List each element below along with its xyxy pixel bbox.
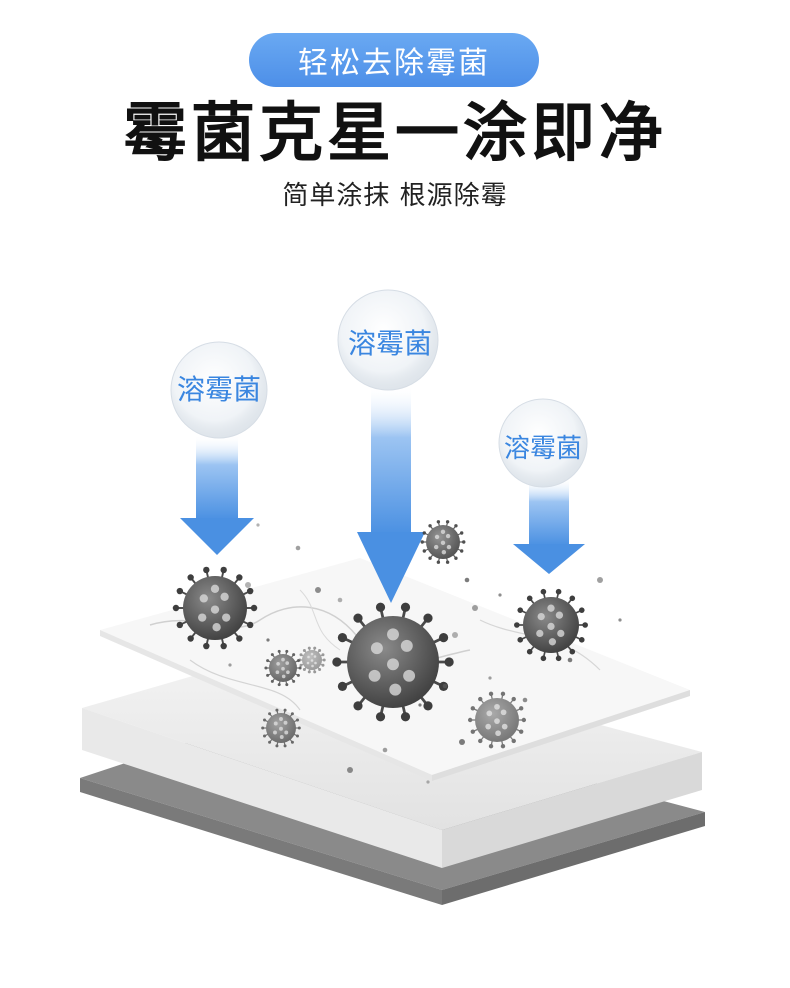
bubble-left bbox=[170, 341, 268, 439]
bubble-right bbox=[498, 398, 588, 488]
bubble-label-left: 溶霉菌 bbox=[176, 373, 261, 406]
speck bbox=[382, 747, 388, 753]
speck bbox=[567, 657, 573, 663]
speck bbox=[266, 638, 270, 642]
arrow-left bbox=[180, 435, 254, 555]
speck bbox=[442, 683, 448, 689]
speck bbox=[228, 663, 232, 667]
virus-icon bbox=[298, 646, 326, 674]
middle-layer-front bbox=[82, 708, 442, 868]
virus-icon bbox=[420, 520, 466, 564]
virus-icon bbox=[514, 588, 588, 662]
speck bbox=[315, 587, 321, 593]
speck bbox=[522, 697, 528, 703]
speck bbox=[347, 767, 353, 773]
badge-text: 轻松去除霉菌 bbox=[298, 46, 490, 81]
speck bbox=[472, 605, 478, 611]
virus-icon bbox=[261, 708, 301, 748]
speck bbox=[597, 577, 603, 583]
top-badge: 轻松去除霉菌 bbox=[249, 33, 539, 87]
virus-icon bbox=[467, 691, 527, 749]
virus-icon bbox=[264, 649, 302, 687]
speck bbox=[618, 618, 622, 622]
speck bbox=[498, 593, 502, 597]
speck bbox=[426, 780, 430, 784]
bubble-middle bbox=[337, 289, 439, 391]
bubble-label-middle: 溶霉菌 bbox=[347, 327, 432, 360]
speck bbox=[418, 703, 422, 707]
subline: 简单涂抹 根源除霉 bbox=[282, 181, 508, 211]
headline: 霉菌克星一涂即净 bbox=[123, 97, 667, 171]
speck bbox=[452, 632, 458, 638]
bubble-label-right: 溶霉菌 bbox=[503, 434, 582, 464]
speck bbox=[245, 582, 251, 588]
virus-icon bbox=[332, 602, 454, 722]
speck bbox=[464, 577, 470, 583]
middle-layer-side bbox=[442, 752, 702, 868]
speck bbox=[337, 597, 343, 603]
virus-icon bbox=[172, 566, 258, 650]
speck bbox=[488, 676, 492, 680]
speck bbox=[256, 523, 260, 527]
arrow-middle bbox=[357, 385, 425, 603]
speck bbox=[295, 545, 301, 551]
arrow-right bbox=[513, 478, 585, 574]
speck bbox=[459, 739, 465, 745]
